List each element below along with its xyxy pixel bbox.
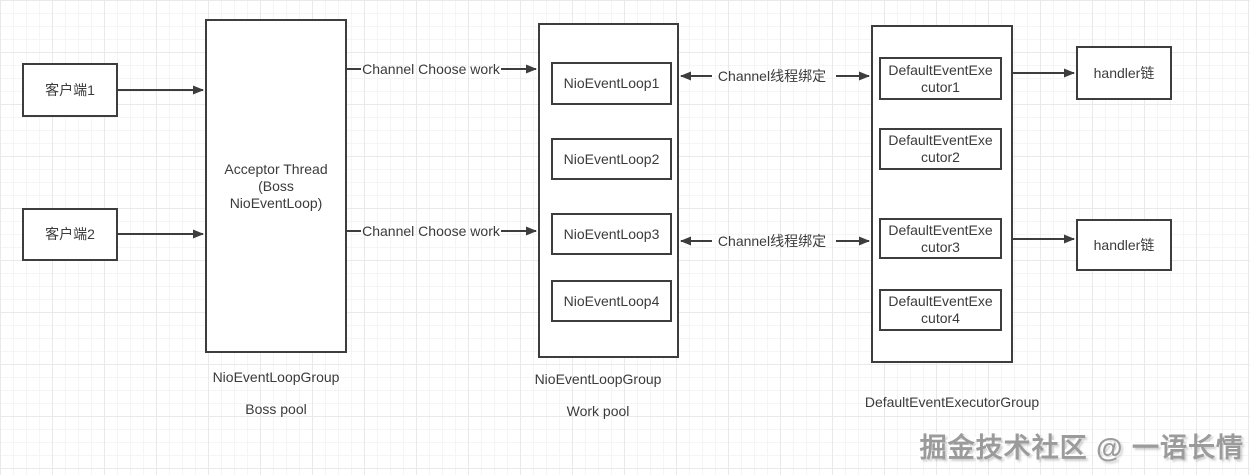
work-group-caption: NioEventLoopGroup [534,371,662,387]
acceptor-thread-box: Acceptor Thread (Boss NioEventLoop) [205,19,347,353]
handler-chain-box-2: handler链 [1076,219,1172,271]
nio-event-loop-box-4: NioEventLoop4 [551,280,672,322]
channel-choose-work-label-top: Channel Choose work [362,61,500,77]
nio-event-loop-box-2: NioEventLoop2 [551,138,672,180]
boss-pool-caption: Boss pool [245,401,307,417]
executor-box-3: DefaultEventExe cutor3 [879,218,1002,259]
executor-box-2: DefaultEventExe cutor2 [879,128,1002,170]
executor-box-4: DefaultEventExe cutor4 [879,289,1002,331]
handler-chain-box-1: handler链 [1076,46,1172,100]
work-pool-caption: Work pool [566,403,630,419]
acceptor-thread-label: Acceptor Thread (Boss NioEventLoop) [224,160,328,211]
executor-box-1: DefaultEventExe cutor1 [879,57,1002,100]
channel-thread-bind-label-bottom: Channel线程绑定 [717,233,827,249]
nio-event-loop-box-3: NioEventLoop3 [551,213,672,255]
channel-choose-work-label-bottom: Channel Choose work [362,223,500,239]
channel-thread-bind-label-top: Channel线程绑定 [717,68,827,84]
client-box-1: 客户端1 [22,63,118,117]
boss-group-caption: NioEventLoopGroup [212,369,340,385]
nio-event-loop-box-1: NioEventLoop1 [551,62,672,105]
watermark-text: 掘金技术社区 @ 一语长情 [919,433,1244,463]
client-box-2: 客户端2 [22,208,118,261]
executor-group-caption: DefaultEventExecutorGroup [864,394,1040,410]
